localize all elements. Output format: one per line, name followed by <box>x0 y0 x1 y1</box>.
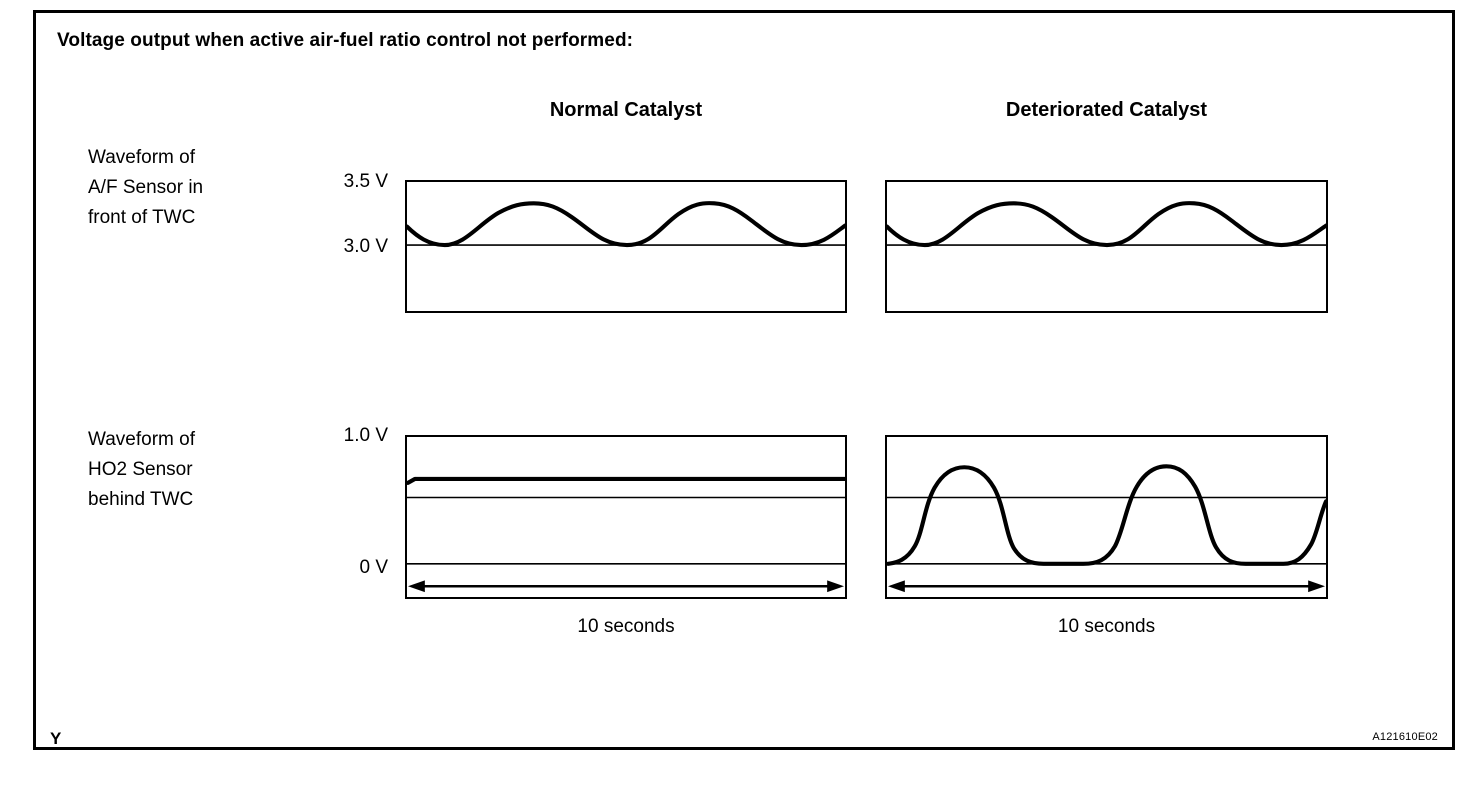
row-label-af-sensor: Waveform of A/F Sensor in front of TWC <box>88 143 203 233</box>
chart-af-normal-svg <box>407 201 845 248</box>
chart-af-deteriorated-svg <box>887 201 1326 248</box>
chart-ho2-deteriorated-svg <box>887 464 1326 593</box>
chart-ho2-sensor-normal-catalyst <box>405 435 847 599</box>
column-header-deteriorated-catalyst: Deteriorated Catalyst <box>1005 99 1208 121</box>
page-mark: Y <box>50 729 62 748</box>
page-title: Voltage output when active air-fuel rati… <box>57 30 634 51</box>
waveform-af-normal <box>407 201 845 248</box>
time-span-label-normal: 10 seconds <box>577 616 675 637</box>
row-label-ho2-line1: Waveform of <box>88 429 195 450</box>
axis-tick-label-3-5v: 3.5 V <box>343 171 388 192</box>
axis-tick-label-1-0v: 1.0 V <box>343 425 388 446</box>
chart-ho2-normal-svg <box>407 476 845 593</box>
row-label-ho2-sensor: Waveform of HO2 Sensor behind TWC <box>88 425 195 515</box>
time-span-label-deteriorated: 10 seconds <box>1057 616 1156 637</box>
row-label-ho2-line2: HO2 Sensor <box>88 459 193 480</box>
row-label-ho2-line3: behind TWC <box>88 489 194 510</box>
time-span-arrow-normal <box>407 580 845 593</box>
axis-tick-label-3-0v: 3.0 V <box>343 236 388 257</box>
column-header-normal-catalyst: Normal Catalyst <box>549 99 703 121</box>
chart-af-sensor-normal-catalyst <box>405 180 847 313</box>
chart-af-sensor-deteriorated-catalyst <box>885 180 1328 313</box>
waveform-ho2-deteriorated <box>887 464 1326 566</box>
waveform-af-deteriorated <box>887 201 1326 248</box>
row-label-af-line1: Waveform of <box>88 147 195 168</box>
axis-tick-label-0v: 0 V <box>359 557 388 578</box>
row-label-af-line3: front of TWC <box>88 207 196 228</box>
waveform-ho2-normal <box>407 476 845 485</box>
diagram-outer-frame <box>33 10 1455 750</box>
figure-reference-code: A121610E02 <box>1372 731 1438 743</box>
time-span-arrow-deteriorated <box>887 580 1326 593</box>
row-label-af-line2: A/F Sensor in <box>88 177 204 198</box>
chart-ho2-sensor-deteriorated-catalyst <box>885 435 1328 599</box>
